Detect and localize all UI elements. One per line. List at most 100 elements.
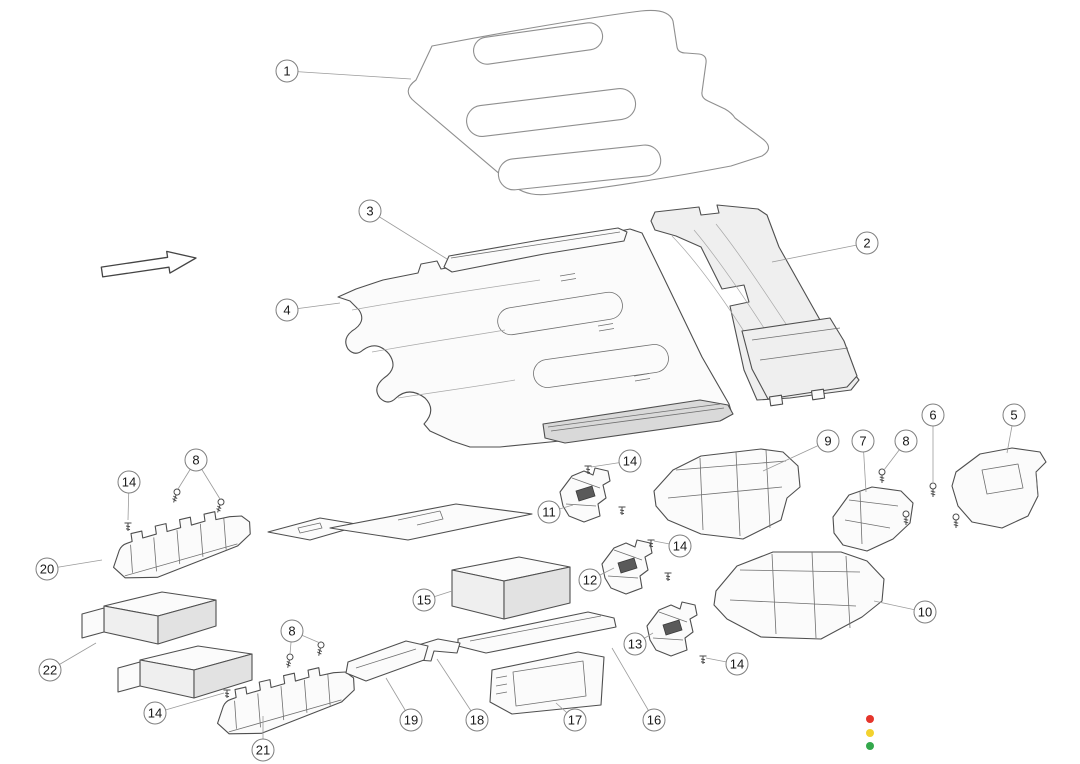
- callout-14: 14: [725, 652, 749, 676]
- callout-label-8: 8: [192, 453, 199, 468]
- callout-11: 11: [537, 500, 561, 524]
- callout-label-16: 16: [647, 713, 661, 728]
- screw-fastener-part-8: [170, 487, 182, 504]
- callout-8: 8: [184, 448, 208, 472]
- part-drawing-20-rail: [107, 506, 256, 584]
- leader-line-14: [154, 692, 225, 714]
- callout-circle-8: [184, 448, 208, 472]
- leader-line-18: [436, 658, 478, 721]
- callout-circle-16: [642, 708, 666, 732]
- part-drawing-15-box: [451, 556, 571, 620]
- callout-circle-21: [251, 738, 275, 762]
- callout-label-11: 11: [542, 505, 556, 520]
- callout-13: 13: [623, 632, 647, 656]
- part-drawing-4-carpet-left: [337, 228, 733, 448]
- part-drawing-3-flap-strip: [443, 227, 628, 273]
- status-dot-green: [866, 742, 874, 750]
- callout-circle-3: [358, 199, 382, 223]
- callout-10: 10: [913, 600, 937, 624]
- part-drawing-12-latch: [601, 539, 653, 595]
- part-drawing-11-latch: [559, 467, 611, 523]
- status-dots-layer: [866, 715, 874, 750]
- status-dot-yellow: [866, 729, 874, 737]
- screw-fastener-part-8: [284, 652, 295, 669]
- callout-circle-2: [855, 231, 879, 255]
- callout-19: 19: [399, 708, 423, 732]
- callout-circle-17: [563, 708, 587, 732]
- callout-circle-11: [537, 500, 561, 524]
- callout-circle-19: [399, 708, 423, 732]
- leader-line-2: [771, 242, 868, 263]
- callout-label-21: 21: [256, 743, 270, 758]
- part-drawing-1-top-panel: [407, 9, 770, 196]
- callout-label-14: 14: [623, 454, 637, 469]
- callout-8: 8: [894, 429, 918, 453]
- part-drawing-sheet-pair: [267, 503, 533, 541]
- part-drawing-16-sheet: [457, 611, 617, 654]
- callout-15: 15: [412, 588, 436, 612]
- callout-20: 20: [35, 557, 59, 581]
- callout-circle-7: [851, 429, 875, 453]
- callout-label-2: 2: [863, 236, 870, 251]
- callout-circle-14: [725, 652, 749, 676]
- leader-line-9: [762, 440, 829, 472]
- callout-circle-5: [1002, 403, 1026, 427]
- callout-circle-18: [465, 708, 489, 732]
- callout-circle-6: [921, 403, 945, 427]
- parts-artwork-layer: [81, 9, 1047, 740]
- callout-18: 18: [465, 708, 489, 732]
- callout-label-18: 18: [470, 713, 484, 728]
- part-drawing-7-bracket: [832, 486, 914, 552]
- callout-9: 9: [816, 429, 840, 453]
- callout-circle-14: [117, 470, 141, 494]
- callout-label-14: 14: [730, 657, 744, 672]
- part-drawing-19-pad: [345, 640, 429, 682]
- callout-label-6: 6: [929, 408, 936, 423]
- callout-circle-14: [618, 449, 642, 473]
- clip-fastener-part-14: [618, 506, 626, 516]
- callout-4: 4: [275, 298, 299, 322]
- callout-label-8: 8: [902, 434, 909, 449]
- callout-circle-12: [578, 568, 602, 592]
- callout-16: 16: [642, 708, 666, 732]
- callout-label-10: 10: [918, 605, 932, 620]
- callout-1: 1: [275, 59, 299, 83]
- screw-fastener-part-8: [878, 468, 886, 484]
- callout-label-1: 1: [283, 64, 290, 79]
- callout-label-5: 5: [1010, 408, 1017, 423]
- callout-circle-14: [143, 701, 167, 725]
- part-drawing-5-bracket: [951, 447, 1047, 529]
- callout-circle-13: [623, 632, 647, 656]
- part-drawing-22-block-b: [117, 645, 253, 699]
- callout-circle-20: [35, 557, 59, 581]
- callout-14: 14: [668, 534, 692, 558]
- clip-fastener-part-14: [223, 689, 231, 699]
- callout-circle-9: [816, 429, 840, 453]
- part-drawing-sill-strip: [542, 399, 734, 444]
- callout-7: 7: [851, 429, 875, 453]
- callout-circle-14: [668, 534, 692, 558]
- callout-label-14: 14: [122, 475, 136, 490]
- callout-12: 12: [578, 568, 602, 592]
- clip-fastener-part-14: [664, 572, 672, 582]
- part-drawing-17-panel: [489, 651, 605, 715]
- callout-circle-1: [275, 59, 299, 83]
- part-drawing-13-latch: [646, 601, 698, 657]
- callout-circle-8: [280, 619, 304, 643]
- screw-fastener-part-6: [929, 482, 937, 498]
- callout-22: 22: [38, 658, 62, 682]
- callout-label-22: 22: [43, 663, 57, 678]
- callout-circle-15: [412, 588, 436, 612]
- callout-label-7: 7: [859, 434, 866, 449]
- callout-5: 5: [1002, 403, 1026, 427]
- callout-2: 2: [855, 231, 879, 255]
- screw-fastener-part-6: [952, 513, 960, 529]
- callout-label-20: 20: [40, 562, 54, 577]
- callout-8: 8: [280, 619, 304, 643]
- callout-label-14: 14: [148, 706, 162, 721]
- callout-14: 14: [143, 701, 167, 725]
- callout-circle-10: [913, 600, 937, 624]
